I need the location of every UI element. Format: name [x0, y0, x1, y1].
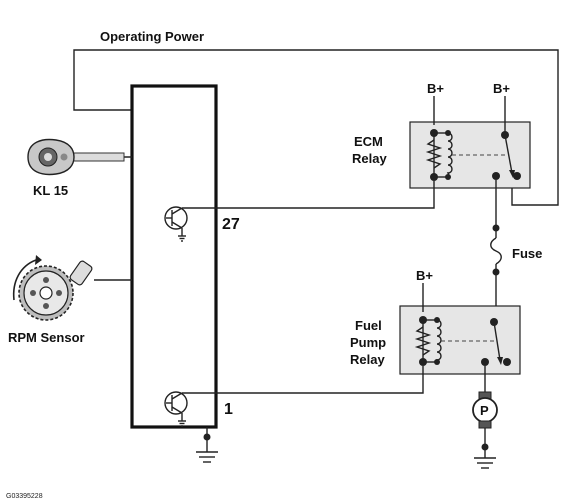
ecm-relay — [409, 96, 531, 189]
ecm-control-module — [130, 84, 218, 429]
fuse-label: Fuse — [512, 246, 542, 261]
fuel-pump-relay-control-wire — [216, 366, 424, 394]
transistor-icon — [164, 206, 216, 242]
kl15-label: KL 15 — [33, 183, 68, 198]
ecm-relay-label-1: ECM — [354, 134, 383, 149]
operating-power-wire — [73, 49, 559, 206]
relay-coil-icon — [414, 316, 442, 366]
fuel-pump-relay-bplus-label: B+ — [416, 268, 433, 283]
fuel-pump-relay — [399, 283, 521, 375]
ground-icon — [474, 443, 496, 469]
relay-coil-icon — [425, 129, 453, 181]
pin-27-label: 27 — [222, 216, 240, 233]
figure-code: G03395228 — [6, 493, 43, 500]
fuel-pump-relay-label-3: Relay — [350, 352, 385, 367]
ignition-key-icon — [27, 138, 132, 176]
pump-motor-icon — [472, 366, 498, 458]
fuel-pump-relay-label-2: Pump — [350, 335, 386, 350]
ecm-relay-label-2: Relay — [352, 151, 387, 166]
ecm-relay-bplus-coil-label: B+ — [427, 81, 444, 96]
operating-power-label: Operating Power — [100, 29, 204, 44]
pin-1-label: 1 — [224, 401, 233, 418]
ecm-relay-control-wire — [216, 181, 435, 209]
ecm-relay-bplus-switch-label: B+ — [493, 81, 510, 96]
pump-label: P — [480, 403, 489, 418]
transistor-icon — [164, 391, 216, 427]
ground-icon — [196, 427, 218, 463]
fuse-icon — [490, 180, 502, 320]
rpm-sensor-wheel-icon — [12, 255, 132, 321]
rpm-sensor-label: RPM Sensor — [8, 330, 85, 345]
fuel-pump-relay-label-1: Fuel — [355, 318, 382, 333]
